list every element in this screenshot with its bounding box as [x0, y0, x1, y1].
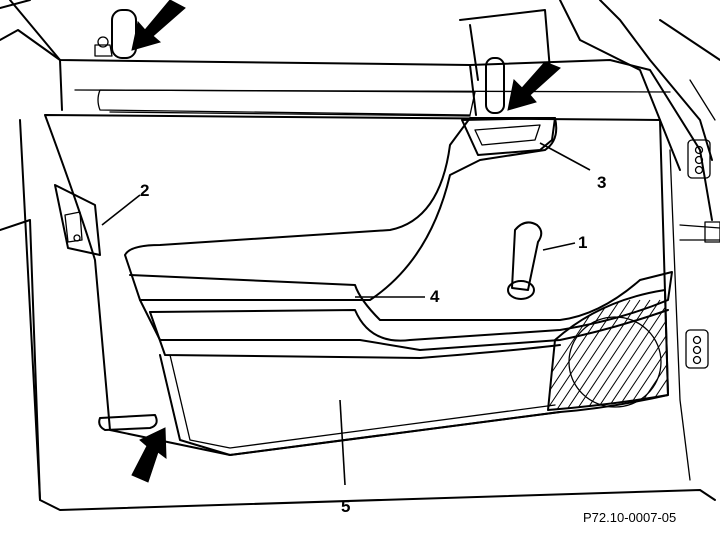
- door-handle: [461, 57, 556, 156]
- reference-code: P72.10-0007-05: [583, 510, 676, 525]
- callout-3: 3: [597, 173, 606, 192]
- panel-clip: [54, 184, 101, 256]
- door-frame: [0, 0, 720, 511]
- callout-2: 2: [140, 181, 149, 200]
- window-crank: [507, 221, 543, 300]
- hinges: [679, 139, 720, 369]
- armrest-contour: [124, 117, 673, 359]
- door-pocket: [159, 354, 561, 456]
- arrow-lock-knob: [131, 0, 186, 51]
- lower-clip: [98, 414, 158, 431]
- door-panel: [44, 59, 671, 456]
- lock-knob: [94, 9, 137, 59]
- callout-5: 5: [341, 497, 350, 516]
- callout-4: 4: [430, 287, 440, 306]
- arrow-lower-clip: [131, 427, 167, 483]
- leader-lines: [101, 142, 591, 486]
- speaker-grille: [547, 289, 669, 411]
- callout-1: 1: [578, 233, 587, 252]
- arrow-door-handle: [507, 61, 561, 111]
